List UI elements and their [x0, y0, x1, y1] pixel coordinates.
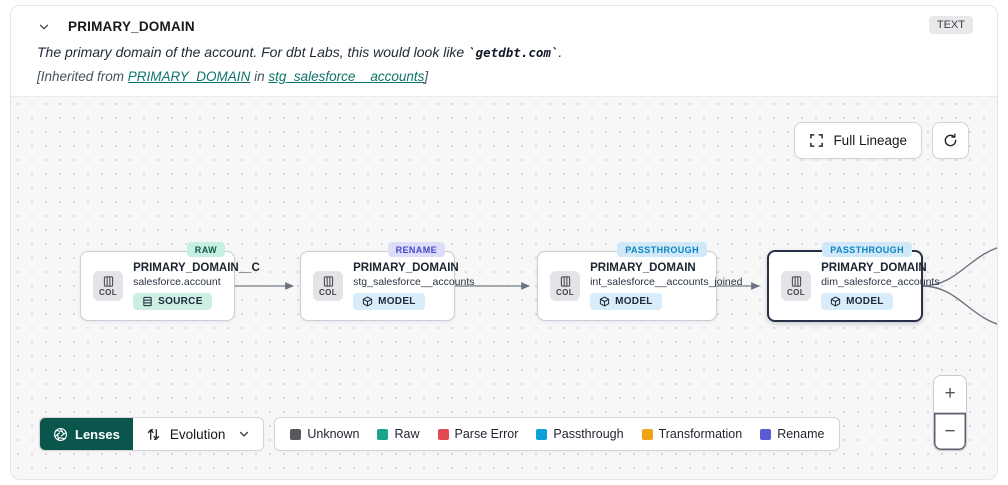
description-suffix: . — [558, 44, 563, 60]
node-title: PRIMARY_DOMAIN__C — [133, 262, 260, 274]
node-subtitle: salesforce.account — [133, 276, 221, 288]
chevron-down-icon[interactable] — [37, 20, 51, 34]
node-subtitle: stg_salesforce__accounts — [353, 276, 475, 288]
legend-swatch — [536, 428, 548, 440]
column-lineage-panel: PRIMARY_DOMAIN TEXT The primary domain o… — [10, 5, 998, 480]
col-chip-label: COL — [787, 288, 806, 297]
evolution-legend: Unknown Raw Parse Error Passthrough Tran… — [274, 417, 841, 451]
legend-label: Transformation — [658, 427, 743, 441]
columns-icon — [103, 276, 113, 287]
zoom-in-button[interactable]: + — [934, 376, 966, 413]
node-title: PRIMARY_DOMAIN — [821, 262, 927, 274]
resource-type-badge: MODEL — [821, 293, 893, 310]
database-icon — [143, 296, 152, 307]
legend-item-parse-error: Parse Error — [437, 427, 519, 441]
legend-label: Parse Error — [454, 427, 519, 441]
inherited-suffix: ] — [424, 69, 429, 84]
column-chip: COL — [313, 271, 344, 301]
lenses-button[interactable]: Lenses — [40, 418, 133, 450]
legend-swatch — [437, 428, 449, 440]
col-chip-label: COL — [556, 288, 575, 297]
column-chip: COL — [550, 271, 581, 301]
lineage-node-dim-selected[interactable]: PASSTHROUGH COL PRIMARY_DOMAIN dim_sales… — [767, 242, 940, 322]
lens-selected-value: Evolution — [169, 426, 226, 442]
legend-item-raw: Raw — [377, 427, 420, 441]
resource-type-badge: MODEL — [590, 293, 662, 310]
legend-swatch — [290, 428, 302, 440]
lenses-legend-bar: Lenses Evolution Unknown Raw Parse Error… — [39, 417, 841, 451]
column-description: The primary domain of the account. For d… — [37, 44, 973, 60]
legend-swatch — [760, 428, 772, 440]
lenses-label: Lenses — [75, 426, 120, 442]
col-chip-label: COL — [99, 288, 118, 297]
column-chip: COL — [93, 271, 124, 301]
cube-icon — [830, 296, 841, 307]
legend-item-unknown: Unknown — [290, 427, 359, 441]
chevron-down-icon — [240, 431, 249, 437]
node-title: PRIMARY_DOMAIN — [590, 262, 696, 274]
column-type-badge: TEXT — [928, 16, 973, 34]
col-chip-label: COL — [319, 288, 338, 297]
columns-icon — [323, 276, 333, 287]
aperture-icon — [54, 427, 67, 441]
description-text: The primary domain of the account. For d… — [37, 44, 469, 60]
refresh-icon — [944, 133, 957, 147]
column-chip: COL — [781, 271, 812, 301]
node-title: PRIMARY_DOMAIN — [353, 262, 459, 274]
column-title: PRIMARY_DOMAIN — [68, 19, 195, 34]
inherited-column-link[interactable]: PRIMARY_DOMAIN — [127, 69, 251, 84]
columns-icon — [560, 276, 570, 287]
cube-icon — [599, 296, 610, 307]
legend-label: Rename — [777, 427, 825, 441]
legend-item-transformation: Transformation — [641, 427, 743, 441]
lens-selector-dropdown[interactable]: Evolution — [132, 418, 264, 450]
node-subtitle: int_salesforce__accounts_joined — [590, 276, 743, 288]
evolution-badge-passthrough: PASSTHROUGH — [617, 242, 707, 257]
resource-type-badge: MODEL — [353, 293, 425, 310]
refresh-button[interactable] — [932, 122, 969, 159]
lenses-control: Lenses Evolution — [39, 417, 265, 451]
lineage-canvas[interactable]: Full Lineage RAW COL PRIMARY_DOMAIN__C s… — [11, 96, 997, 479]
legend-item-passthrough: Passthrough — [536, 427, 624, 441]
legend-label: Passthrough — [553, 427, 624, 441]
lineage-node-source[interactable]: RAW COL PRIMARY_DOMAIN__C salesforce.acc… — [80, 242, 260, 321]
column-header: PRIMARY_DOMAIN TEXT The primary domain o… — [11, 6, 997, 96]
inherited-prefix: [Inherited from — [37, 69, 128, 84]
inherited-middle: in — [250, 69, 269, 84]
evolution-badge-raw: RAW — [186, 242, 225, 257]
resource-type-badge: SOURCE — [133, 293, 212, 310]
inherited-from-line: [Inherited from PRIMARY_DOMAIN in stg_sa… — [37, 69, 973, 84]
inherited-model-link[interactable]: stg_salesforce__accounts — [268, 69, 425, 84]
resource-type-label: MODEL — [846, 296, 884, 307]
cube-icon — [362, 296, 373, 307]
description-code: `getdbt.com` — [468, 45, 559, 60]
resource-type-label: MODEL — [378, 296, 416, 307]
evolution-icon — [147, 428, 160, 440]
canvas-toolbar: Full Lineage — [794, 122, 969, 159]
resource-type-label: SOURCE — [158, 296, 203, 307]
zoom-controls: + − — [933, 375, 967, 451]
legend-label: Raw — [394, 427, 420, 441]
evolution-badge-rename: RENAME — [387, 242, 445, 257]
node-subtitle: dim_salesforce_accounts — [821, 276, 940, 288]
resource-type-label: MODEL — [615, 296, 653, 307]
legend-swatch — [377, 428, 389, 440]
legend-label: Unknown — [307, 427, 360, 441]
legend-swatch — [641, 428, 653, 440]
full-lineage-button[interactable]: Full Lineage — [794, 122, 922, 159]
lineage-node-staging[interactable]: RENAME COL PRIMARY_DOMAIN stg_salesforce… — [300, 242, 475, 321]
full-lineage-label: Full Lineage — [833, 133, 907, 148]
zoom-out-button[interactable]: − — [934, 413, 966, 450]
evolution-badge-passthrough: PASSTHROUGH — [822, 242, 912, 257]
lineage-node-intermediate[interactable]: PASSTHROUGH COL PRIMARY_DOMAIN int_sales… — [537, 242, 742, 321]
expand-icon — [810, 134, 824, 147]
legend-item-rename: Rename — [760, 427, 824, 441]
columns-icon — [791, 276, 801, 287]
